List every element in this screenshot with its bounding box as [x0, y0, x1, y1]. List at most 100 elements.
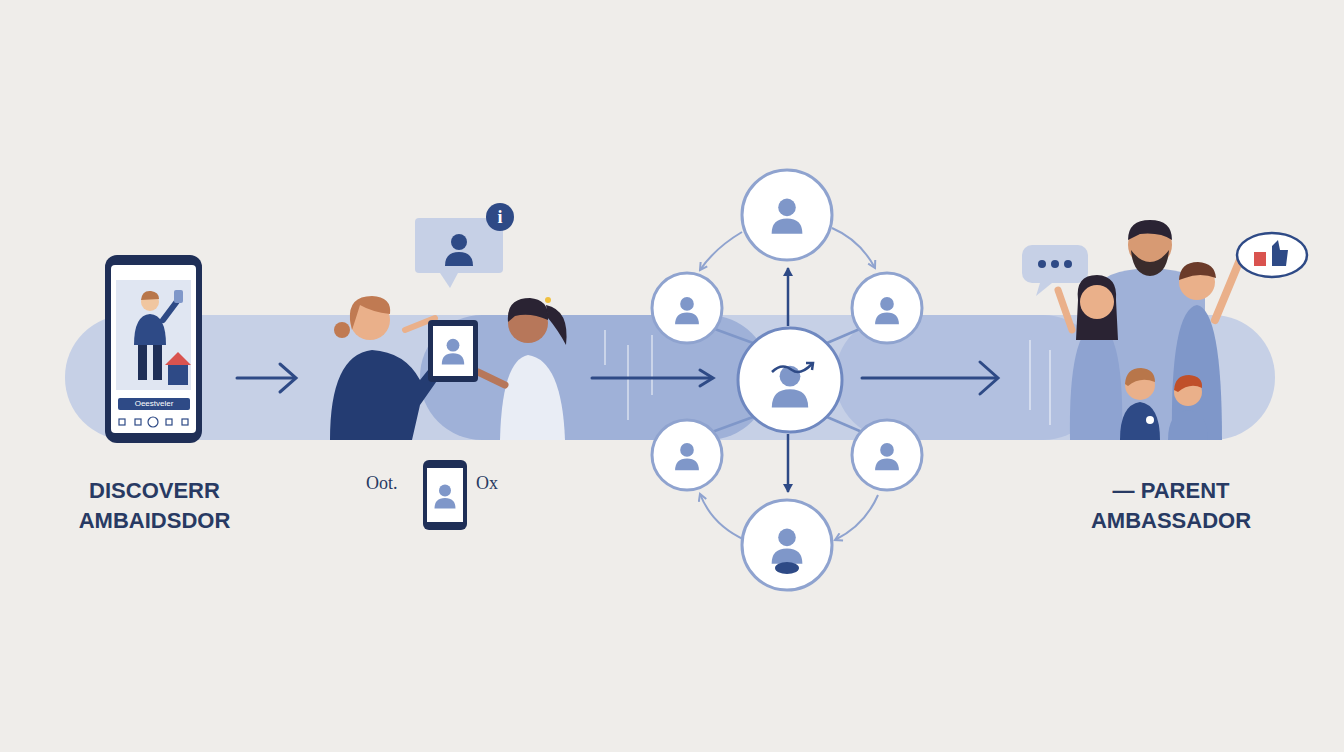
- family-illustration: [1058, 290, 1072, 330]
- family-illustration: [1076, 275, 1118, 340]
- network-illustration: [712, 328, 862, 432]
- family-illustration: [1215, 255, 1242, 320]
- phone-illustration: [148, 417, 158, 427]
- stage-caption: DISCOVERR AMBAIDSDOR: [62, 476, 247, 536]
- women-illustration: [546, 305, 567, 345]
- network-illustration: [875, 443, 899, 470]
- network-illustration: [712, 328, 753, 343]
- women-illustration: [442, 339, 464, 365]
- family-illustration: [1254, 252, 1266, 266]
- phone-illustration: [111, 265, 196, 433]
- phone-illustration: [135, 419, 141, 425]
- women-illustration: [500, 355, 565, 440]
- network-illustration: [652, 273, 722, 343]
- family-illustration: [1128, 220, 1172, 240]
- network-illustration: [742, 170, 832, 260]
- women-illustration: [508, 298, 548, 322]
- network-illustration: [742, 500, 832, 590]
- stage-caption: — PARENT AMBASSADOR: [1076, 476, 1266, 536]
- family-illustration: [1022, 220, 1307, 440]
- family-illustration: [1125, 368, 1155, 386]
- women-illustration: [427, 468, 463, 522]
- phone-illustration: [119, 417, 188, 427]
- network-illustration: [712, 417, 753, 432]
- women-illustration: [428, 320, 478, 382]
- stage-arrow: [280, 364, 296, 392]
- network-illustration: [675, 199, 899, 564]
- family-illustration: [1272, 240, 1288, 266]
- network-illustration: [775, 562, 799, 574]
- women-illustration: [423, 460, 467, 530]
- phone-illustration: [105, 255, 202, 443]
- network-illustration: [652, 170, 922, 590]
- flow-band: [420, 315, 770, 440]
- women-illustration: [545, 297, 551, 303]
- phone-illustration: [166, 419, 172, 425]
- phone-illustration: [163, 300, 178, 320]
- flow-band: [651, 335, 653, 395]
- info-icon-text: i: [486, 203, 514, 231]
- phone-illustration: [118, 398, 190, 410]
- women-illustration: [433, 326, 473, 376]
- network-illustration: [652, 170, 922, 590]
- network-illustration: [852, 420, 922, 490]
- phone-illustration: [174, 290, 183, 303]
- women-illustration: [486, 203, 514, 231]
- family-illustration: [1131, 250, 1169, 276]
- network-illustration: [827, 328, 862, 343]
- family-illustration: [1168, 410, 1208, 440]
- phone-illustration: [116, 280, 191, 390]
- phone-illustration: [141, 291, 159, 300]
- network-illustration: [700, 494, 745, 540]
- network-illustration: [772, 529, 803, 564]
- family-illustration: [1051, 260, 1059, 268]
- network-illustration: [832, 228, 875, 268]
- network-illustration: [652, 420, 722, 490]
- family-illustration: [1022, 245, 1088, 283]
- network-illustration: [806, 363, 813, 370]
- family-illustration: [1064, 260, 1072, 268]
- device-note: Oot.: [366, 472, 418, 494]
- stage-arrow: [237, 377, 295, 380]
- flow-band: [1029, 340, 1031, 410]
- network-illustration: [700, 228, 878, 540]
- family-illustration: [1038, 260, 1046, 268]
- family-illustration: [1179, 262, 1216, 280]
- stage-arrow: [592, 377, 712, 380]
- phone-illustration: [105, 255, 202, 443]
- network-illustration: [875, 297, 899, 324]
- family-illustration: [1080, 285, 1114, 319]
- flow-band: [604, 330, 606, 365]
- network-illustration: [787, 434, 790, 492]
- button-text: Oeestveler: [118, 398, 190, 410]
- network-illustration: [787, 268, 790, 326]
- phone-illustration: [153, 345, 162, 380]
- phone-illustration: [138, 345, 147, 380]
- flow-band: [1049, 350, 1051, 425]
- family-illustration: [1036, 283, 1052, 296]
- women-illustration: [330, 203, 567, 530]
- family-illustration: [1120, 402, 1160, 440]
- phone-illustration: [168, 365, 188, 385]
- network-illustration: [675, 443, 699, 470]
- women-illustration: [440, 273, 458, 288]
- family-illustration: [1237, 233, 1307, 277]
- network-illustration: [835, 495, 878, 540]
- family-illustration: [1038, 260, 1072, 268]
- network-illustration: [700, 232, 742, 270]
- women-illustration: [435, 485, 456, 509]
- stage-arrow: [862, 377, 997, 380]
- phone-illustration: [182, 419, 188, 425]
- family-illustration: [1174, 375, 1202, 392]
- women-illustration: [445, 234, 473, 266]
- device-note: Ox: [476, 472, 516, 494]
- women-illustration: [334, 322, 350, 338]
- flow-band: [627, 345, 629, 420]
- network-illustration: [675, 297, 699, 324]
- network-illustration: [827, 417, 862, 432]
- phone-illustration: [165, 352, 191, 365]
- family-illustration: [1146, 416, 1154, 424]
- stage-arrow: [700, 370, 713, 386]
- network-illustration: [772, 364, 812, 372]
- women-illustration: [478, 372, 505, 385]
